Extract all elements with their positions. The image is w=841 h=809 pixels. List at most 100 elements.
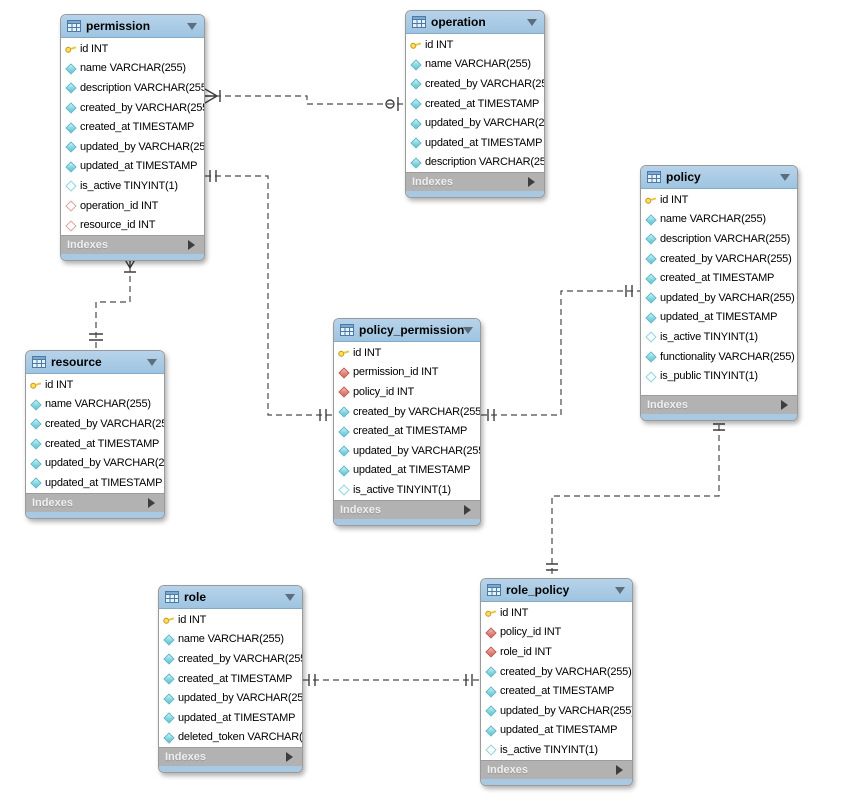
relationship-permission-operation[interactable] (204, 88, 404, 111)
table-column-row[interactable]: created_by VARCHAR(255) (26, 414, 164, 434)
table-column-row[interactable]: is_active TINYINT(1) (334, 480, 480, 500)
indexes-section[interactable]: Indexes (641, 394, 797, 414)
table-column-row[interactable]: id INT (26, 375, 164, 395)
expand-arrow-icon[interactable] (616, 764, 623, 775)
table-column-row[interactable]: policy_id INT (481, 623, 632, 643)
table-column-row[interactable]: created_at TIMESTAMP (406, 94, 544, 114)
table-permission[interactable]: permission id INT name VARCHAR(255) desc… (60, 14, 205, 261)
table-column-row[interactable]: updated_at TIMESTAMP (61, 157, 204, 177)
indexes-section[interactable]: Indexes (159, 747, 302, 767)
table-column-row[interactable]: updated_at TIMESTAMP (481, 721, 632, 741)
table-column-row[interactable]: updated_at TIMESTAMP (334, 461, 480, 481)
table-header[interactable]: policy (641, 166, 797, 189)
table-column-row[interactable]: functionality VARCHAR(255) (641, 347, 797, 367)
collapse-arrow-icon[interactable] (147, 359, 157, 366)
table-column-row[interactable]: updated_at TIMESTAMP (159, 708, 302, 728)
table-role_policy[interactable]: role_policy id INT policy_id INT role_id… (480, 578, 633, 786)
table-column-row[interactable]: id INT (61, 39, 204, 59)
table-column-row[interactable]: permission_id INT (334, 363, 480, 383)
table-column-row[interactable]: deleted_token VARCHAR(255) (159, 728, 302, 748)
table-column-row[interactable]: created_by VARCHAR(255) (641, 249, 797, 269)
table-column-row[interactable]: created_by VARCHAR(255) (481, 662, 632, 682)
table-column-row[interactable]: updated_at TIMESTAMP (641, 308, 797, 328)
table-column-row[interactable]: name VARCHAR(255) (406, 55, 544, 75)
table-column-row[interactable]: updated_at TIMESTAMP (406, 133, 544, 153)
collapse-arrow-icon[interactable] (527, 19, 537, 26)
collapse-arrow-icon[interactable] (615, 587, 625, 594)
table-column-row[interactable]: created_by VARCHAR(255) (159, 649, 302, 669)
table-column-row[interactable]: name VARCHAR(255) (61, 59, 204, 79)
indexes-section[interactable]: Indexes (61, 234, 204, 254)
indexes-section[interactable]: Indexes (481, 759, 632, 779)
table-column-row[interactable]: updated_by VARCHAR(255) (159, 688, 302, 708)
table-column-row[interactable]: description VARCHAR(255) (406, 153, 544, 173)
table-header[interactable]: permission (61, 15, 204, 38)
relationship-permission-policy_permission[interactable] (205, 170, 333, 421)
table-column-row[interactable]: updated_by VARCHAR(255) (26, 453, 164, 473)
table-column-row[interactable]: created_by VARCHAR(255) (406, 74, 544, 94)
table-column-row[interactable]: updated_by VARCHAR(255) (641, 288, 797, 308)
table-column-row[interactable]: created_by VARCHAR(255) (334, 402, 480, 422)
table-column-row[interactable]: created_at TIMESTAMP (61, 117, 204, 137)
table-column-row[interactable]: name VARCHAR(255) (26, 395, 164, 415)
relationship-role-role_policy[interactable] (303, 674, 480, 686)
table-column-row[interactable]: id INT (406, 35, 544, 55)
table-column-row[interactable]: updated_by VARCHAR(255) (406, 113, 544, 133)
table-title: role_policy (506, 583, 570, 597)
table-column-row[interactable]: is_active TINYINT(1) (641, 327, 797, 347)
table-column-row[interactable]: created_at TIMESTAMP (641, 268, 797, 288)
table-column-row[interactable]: created_at TIMESTAMP (159, 669, 302, 689)
table-header[interactable]: operation (406, 11, 544, 34)
table-column-row[interactable]: created_at TIMESTAMP (334, 421, 480, 441)
table-header[interactable]: role_policy (481, 579, 632, 602)
collapse-arrow-icon[interactable] (463, 327, 473, 334)
relationship-policy_permission-policy[interactable] (481, 285, 640, 421)
column-definition: updated_at TIMESTAMP (500, 724, 618, 737)
table-column-row[interactable]: description VARCHAR(255) (641, 229, 797, 249)
table-header[interactable]: policy_permission (334, 319, 480, 342)
indexes-section[interactable]: Indexes (406, 172, 544, 192)
table-column-row[interactable]: id INT (641, 190, 797, 210)
table-policy_permission[interactable]: policy_permission id INT permission_id I… (333, 318, 481, 526)
table-column-row[interactable]: id INT (159, 610, 302, 630)
indexes-section[interactable]: Indexes (334, 499, 480, 519)
expand-arrow-icon[interactable] (148, 497, 155, 508)
expand-arrow-icon[interactable] (464, 504, 471, 515)
table-column-row[interactable]: operation_id INT (61, 196, 204, 216)
relationship-policy-role_policy[interactable] (546, 415, 725, 578)
table-header[interactable]: role (159, 586, 302, 609)
table-column-row[interactable]: role_id INT (481, 642, 632, 662)
collapse-arrow-icon[interactable] (780, 174, 790, 181)
table-resource[interactable]: resource id INT name VARCHAR(255) create… (25, 350, 165, 519)
table-column-row[interactable]: created_at TIMESTAMP (26, 434, 164, 454)
collapse-arrow-icon[interactable] (285, 594, 295, 601)
table-role[interactable]: role id INT name VARCHAR(255) created_by… (158, 585, 303, 774)
table-column-row[interactable]: updated_at TIMESTAMP (26, 473, 164, 493)
expand-arrow-icon[interactable] (188, 239, 195, 250)
relationship-permission-resource[interactable] (89, 255, 138, 350)
table-operation[interactable]: operation id INT name VARCHAR(255) creat… (405, 10, 545, 199)
table-column-row[interactable]: updated_by VARCHAR(255) (481, 701, 632, 721)
table-column-row[interactable]: is_active TINYINT(1) (481, 740, 632, 760)
table-policy[interactable]: policy id INT name VARCHAR(255) descript… (640, 165, 798, 421)
table-column-row[interactable]: updated_by VARCHAR(255) (334, 441, 480, 461)
expand-arrow-icon[interactable] (781, 399, 788, 410)
expand-arrow-icon[interactable] (286, 752, 293, 763)
table-column-row[interactable]: created_by VARCHAR(255) (61, 98, 204, 118)
table-column-row[interactable]: id INT (334, 343, 480, 363)
table-column-row[interactable]: is_public TINYINT(1) (641, 366, 797, 386)
table-column-row[interactable]: description VARCHAR(255) (61, 78, 204, 98)
column-definition: updated_at TIMESTAMP (660, 311, 778, 324)
table-column-row[interactable]: resource_id INT (61, 215, 204, 235)
table-column-row[interactable]: created_at TIMESTAMP (481, 681, 632, 701)
table-column-row[interactable]: is_active TINYINT(1) (61, 176, 204, 196)
table-column-row[interactable]: name VARCHAR(255) (159, 630, 302, 650)
table-column-row[interactable]: policy_id INT (334, 382, 480, 402)
collapse-arrow-icon[interactable] (187, 23, 197, 30)
table-column-row[interactable]: name VARCHAR(255) (641, 210, 797, 230)
table-header[interactable]: resource (26, 351, 164, 374)
table-column-row[interactable]: updated_by VARCHAR(255) (61, 137, 204, 157)
table-column-row[interactable]: id INT (481, 603, 632, 623)
indexes-section[interactable]: Indexes (26, 492, 164, 512)
expand-arrow-icon[interactable] (528, 177, 535, 188)
